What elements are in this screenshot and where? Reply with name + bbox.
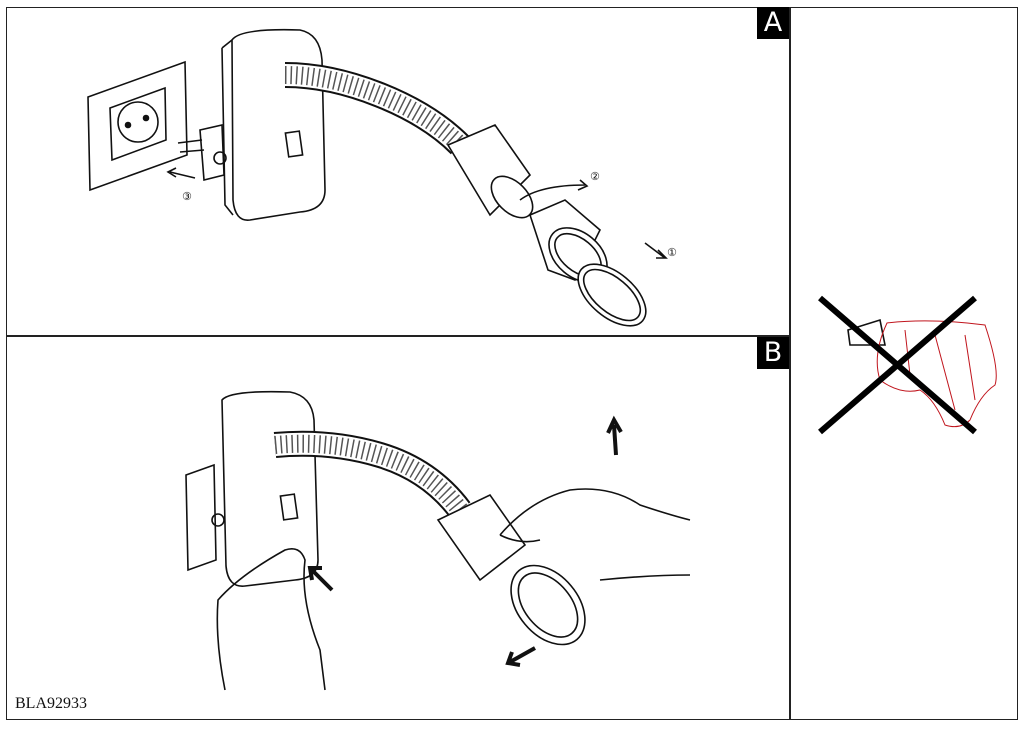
lens-ring <box>577 263 647 327</box>
panel-a-label: A <box>757 7 789 39</box>
horizontal-divider <box>6 335 790 337</box>
wall-socket <box>185 463 217 572</box>
step-1-marker: ① <box>667 246 677 259</box>
vertical-divider <box>789 7 791 720</box>
left-hand <box>216 547 326 691</box>
step-3-marker: ③ <box>182 190 192 203</box>
diagram-frame <box>6 7 1018 720</box>
cross-mark <box>818 295 977 435</box>
no-wet-cloth-icon <box>818 295 997 435</box>
panel-a-illustration: ② ① ③ <box>87 28 677 327</box>
wall-socket <box>87 60 188 192</box>
model-code: BLA92933 <box>15 695 87 712</box>
lamp-head <box>436 493 527 582</box>
panel-b-label: B <box>757 337 789 369</box>
lamp-plug-body <box>231 28 326 221</box>
lamp-lens <box>510 564 586 646</box>
lamp-plug-body <box>221 390 319 587</box>
panel-b-illustration <box>185 390 691 691</box>
step-2-marker: ② <box>590 170 600 183</box>
right-hand <box>499 488 691 581</box>
